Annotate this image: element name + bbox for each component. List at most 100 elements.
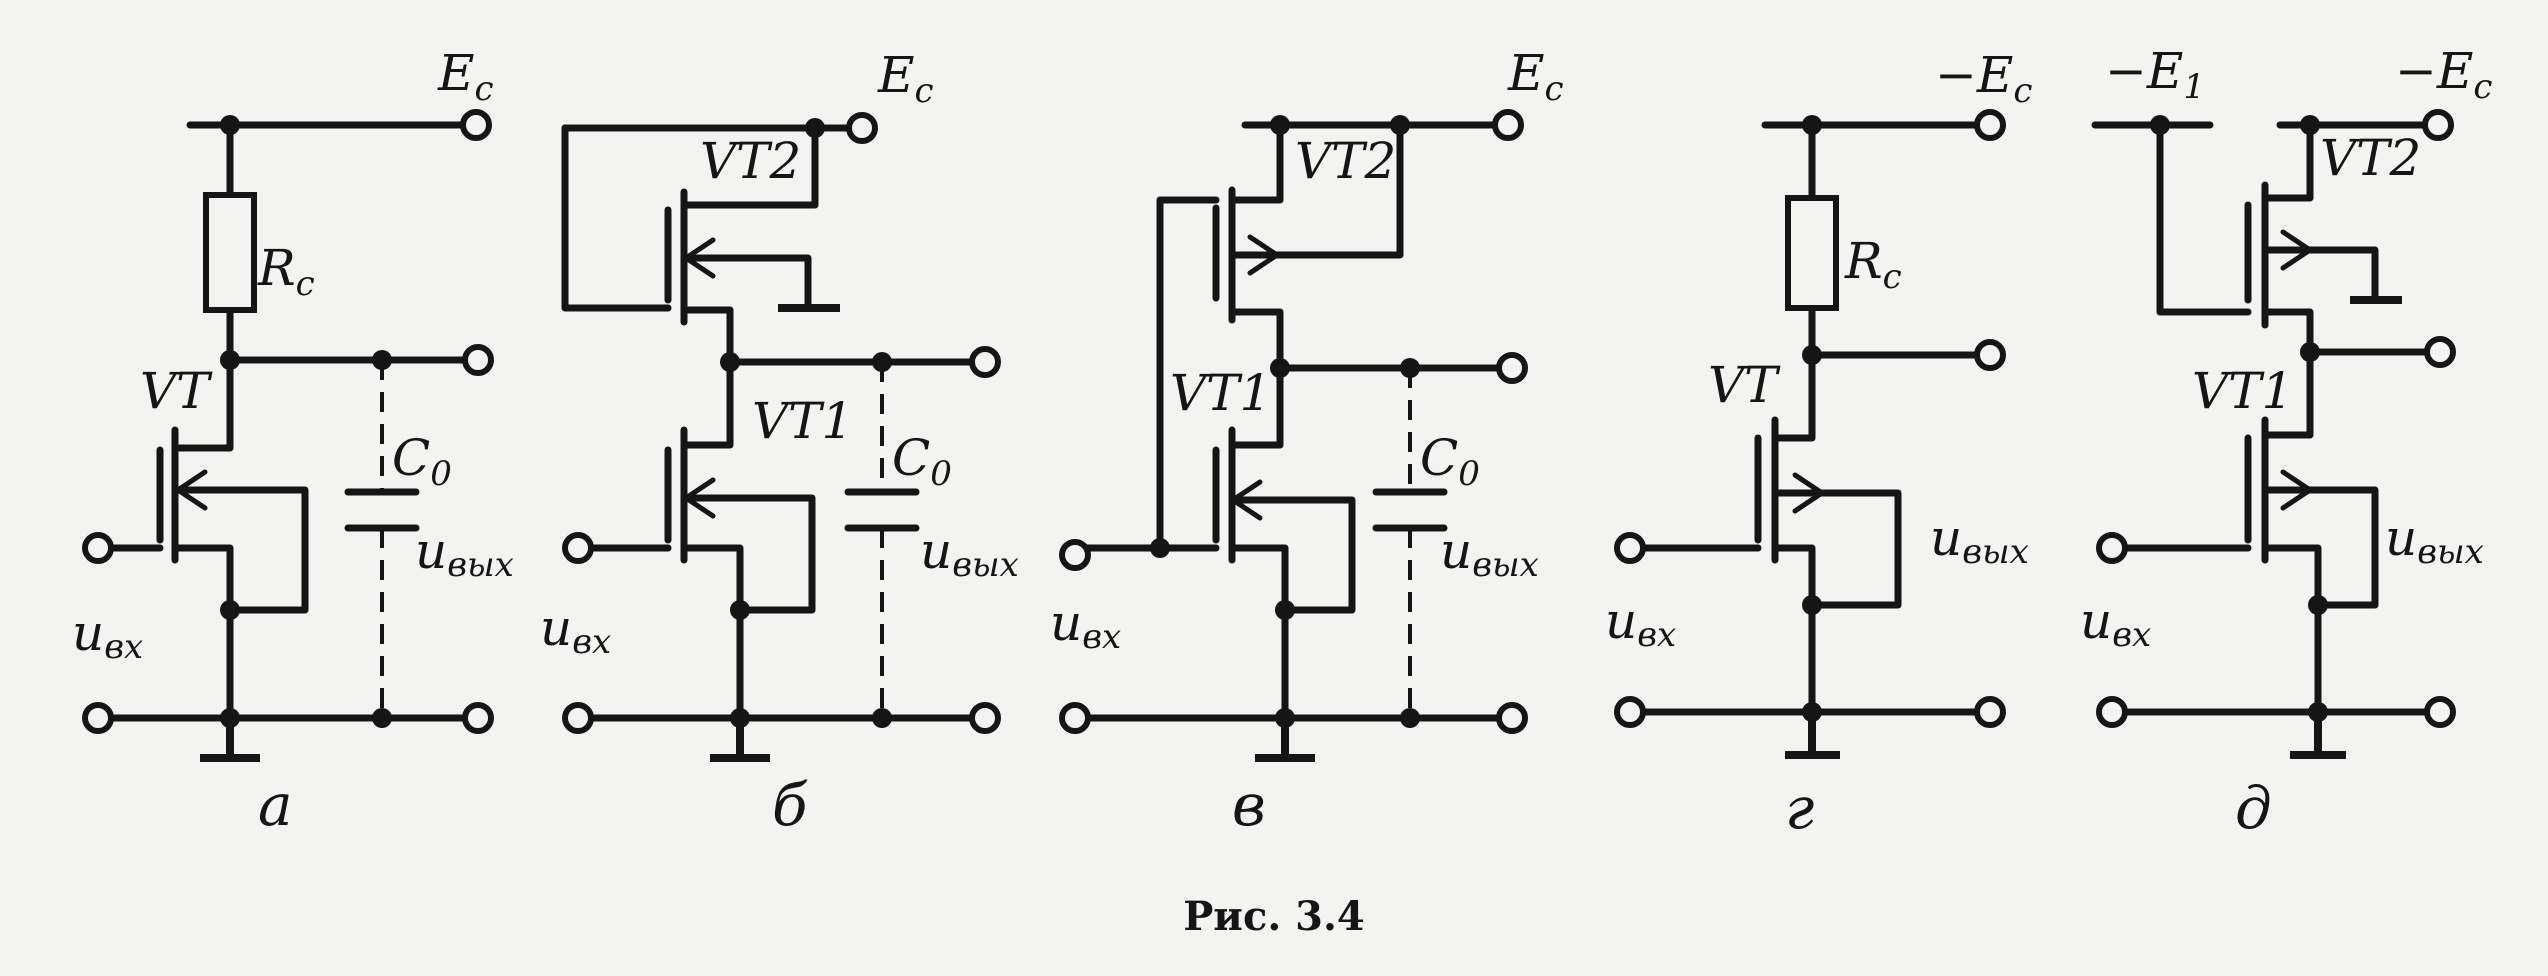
bias-label: −E bbox=[2105, 42, 2183, 100]
ground-right-terminal[interactable] bbox=[2424, 696, 2456, 728]
transistor-vt2-label: VT2 bbox=[700, 132, 801, 190]
vt1-drain bbox=[2261, 348, 2314, 439]
substrate-arrow bbox=[1247, 234, 1280, 276]
node bbox=[1270, 115, 1290, 135]
output-subscript: вых bbox=[2417, 532, 2484, 572]
vt2-drain bbox=[2261, 121, 2314, 202]
substrate-arrow bbox=[2280, 469, 2313, 511]
supply-terminal[interactable] bbox=[460, 109, 492, 141]
node bbox=[220, 350, 240, 370]
node bbox=[372, 350, 392, 370]
bias-subscript: 1 bbox=[2183, 67, 2205, 107]
svg-text:Ec: Ec bbox=[1507, 44, 1564, 109]
svg-text:uвх: uвх bbox=[2080, 592, 2151, 655]
capacitor-subscript: 0 bbox=[430, 454, 452, 494]
input-subscript: вх bbox=[1082, 617, 1121, 657]
capacitor-c0 bbox=[1372, 488, 1448, 532]
ground-right-terminal[interactable] bbox=[462, 702, 494, 734]
transistor-label: VT bbox=[140, 362, 213, 420]
svg-text:uвх: uвх bbox=[72, 604, 143, 667]
transistor-vt-channel bbox=[156, 426, 179, 564]
substrate-arrow bbox=[683, 477, 716, 519]
transistor-vt1-label: VT1 bbox=[2192, 362, 2293, 420]
node bbox=[872, 708, 892, 728]
capacitor-c0 bbox=[344, 488, 420, 532]
vt2-substrate bbox=[2261, 246, 2379, 304]
input-terminal[interactable] bbox=[1059, 539, 1091, 571]
panel-e: −E1 −Ec VT2 VT1 uвых uвх д bbox=[2080, 42, 2492, 842]
node bbox=[372, 708, 392, 728]
ground-right-terminal[interactable] bbox=[1974, 696, 2006, 728]
node bbox=[2300, 342, 2320, 362]
node bbox=[1150, 538, 1170, 558]
ground-right-terminal[interactable] bbox=[1496, 702, 1528, 734]
supply-subscript: c bbox=[2013, 71, 2032, 111]
svg-text:uвых: uвых bbox=[1440, 522, 1539, 585]
ground-rail bbox=[1074, 606, 1509, 722]
resistor-rc bbox=[203, 192, 257, 313]
transistor-vt1-channel bbox=[664, 426, 688, 564]
substrate-arrow bbox=[1230, 479, 1263, 521]
supply-terminal[interactable] bbox=[1492, 109, 1524, 141]
output-terminal[interactable] bbox=[2424, 336, 2456, 368]
panel-sublabel: а bbox=[258, 771, 293, 839]
supply-terminal[interactable] bbox=[1974, 109, 2006, 141]
node bbox=[1390, 115, 1410, 135]
vt2-gate-bias bbox=[2156, 121, 2252, 316]
svg-text:uвх: uвх bbox=[540, 599, 611, 662]
node bbox=[1400, 358, 1420, 378]
node bbox=[730, 708, 750, 728]
ground-left-terminal[interactable] bbox=[1614, 696, 1646, 728]
supply-label: −E bbox=[2395, 42, 2473, 100]
input-terminal[interactable] bbox=[1614, 532, 1646, 564]
transistor-vt1-channel bbox=[1212, 426, 1236, 564]
node bbox=[220, 600, 240, 620]
substrate-arrow bbox=[683, 237, 716, 279]
svg-text:uвых: uвых bbox=[415, 522, 514, 585]
capacitor-label: C bbox=[392, 429, 430, 487]
node bbox=[2308, 595, 2328, 615]
panel-sublabel: в bbox=[1232, 771, 1266, 839]
vt2-substrate bbox=[1228, 121, 1404, 259]
transistor-vt1-label: VT1 bbox=[752, 392, 853, 450]
output-terminal[interactable] bbox=[1496, 352, 1528, 384]
input-terminal[interactable] bbox=[2096, 532, 2128, 564]
input-subscript: вх bbox=[572, 622, 611, 662]
vt1-source bbox=[2261, 486, 2379, 609]
ground-left-terminal[interactable] bbox=[82, 702, 114, 734]
supply-terminal[interactable] bbox=[846, 112, 878, 144]
substrate-arrow bbox=[1792, 472, 1825, 514]
svg-text:Ec: Ec bbox=[877, 46, 934, 111]
svg-text:Rc: Rc bbox=[257, 239, 315, 304]
ground-right-terminal[interactable] bbox=[969, 702, 1001, 734]
supply-terminal[interactable] bbox=[2422, 109, 2454, 141]
output-label: u bbox=[1930, 509, 1962, 567]
ground-left-terminal[interactable] bbox=[562, 702, 594, 734]
panel-sublabel: б bbox=[772, 771, 808, 839]
vt1-drain bbox=[680, 358, 734, 449]
node bbox=[1802, 595, 1822, 615]
vt1-source bbox=[680, 494, 816, 614]
input-subscript: вх bbox=[2112, 615, 2151, 655]
svg-text:uвых: uвых bbox=[1930, 509, 2029, 572]
input-terminal[interactable] bbox=[562, 532, 594, 564]
transistor-vt-channel bbox=[1754, 416, 1779, 564]
ground-left-terminal[interactable] bbox=[2096, 696, 2128, 728]
ground-rail bbox=[1632, 601, 1992, 716]
panel-sublabel: г bbox=[1785, 774, 1814, 842]
transistor-vt-source bbox=[171, 486, 309, 614]
output-terminal[interactable] bbox=[1974, 339, 2006, 371]
ground-left-terminal[interactable] bbox=[1059, 702, 1091, 734]
panel-sublabel: д bbox=[2235, 774, 2272, 842]
supply-subscript: c bbox=[1545, 69, 1564, 109]
transistor-label: VT bbox=[1708, 356, 1781, 414]
capacitor-subscript: 0 bbox=[1458, 454, 1480, 494]
input-label: u bbox=[540, 599, 572, 657]
output-terminal[interactable] bbox=[462, 344, 494, 376]
node bbox=[1270, 358, 1290, 378]
output-terminal[interactable] bbox=[969, 346, 1001, 378]
input-terminal[interactable] bbox=[82, 532, 114, 564]
resistor-label: R bbox=[257, 239, 296, 297]
supply-label: −E bbox=[1935, 46, 2013, 104]
resistor-subscript: c bbox=[296, 264, 315, 304]
